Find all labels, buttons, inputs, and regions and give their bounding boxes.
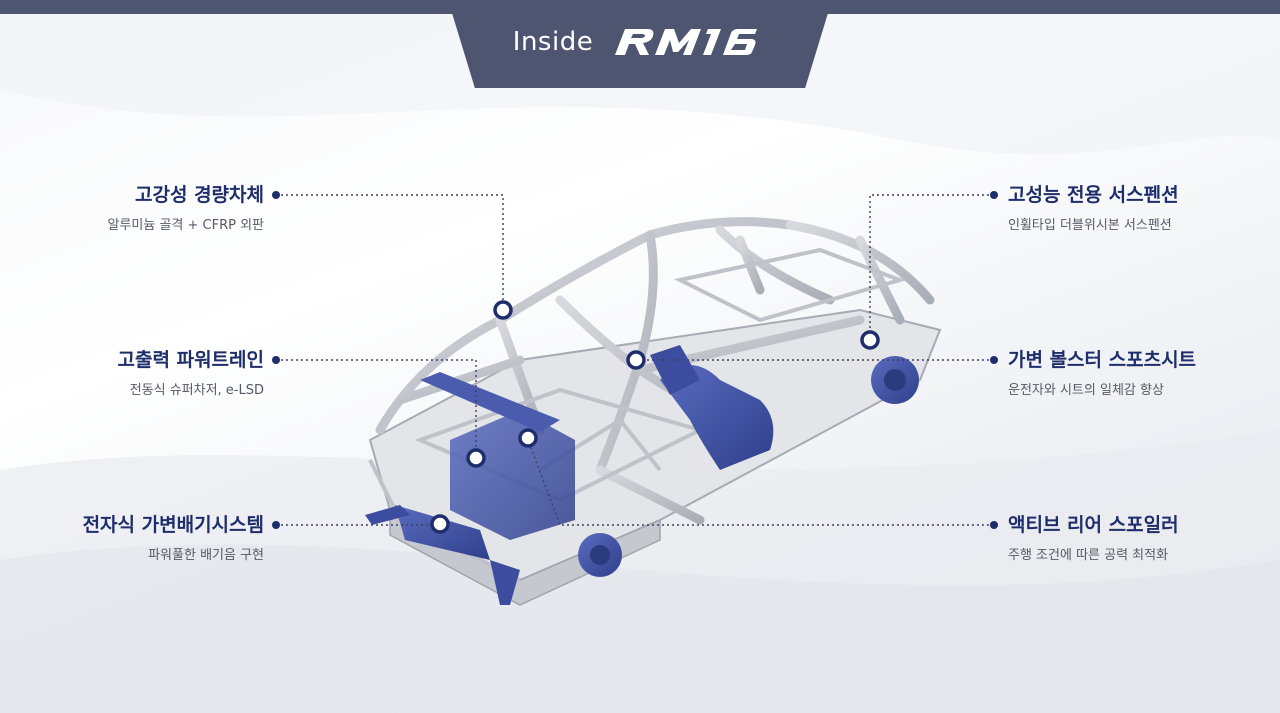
callout-suspension-desc: 인휠타입 더블위시본 서스펜션: [1008, 218, 1172, 233]
callout-spoiler-title: 액티브 리어 스포일러: [1008, 514, 1179, 536]
callout-exhaust-title: 전자식 가변배기시스템: [82, 514, 264, 536]
seat-shape: [650, 345, 774, 470]
callout-powertrain-title: 고출력 파워트레인: [117, 349, 264, 371]
front-wheel-hub: [578, 533, 622, 577]
header-tab: Inside: [448, 0, 832, 88]
callout-dots: [272, 191, 998, 529]
inside-label: Inside: [512, 27, 594, 57]
callout-body-title: 고강성 경량차체: [135, 184, 264, 206]
callout-powertrain-desc: 전동식 슈퍼차저, e-LSD: [129, 383, 264, 398]
callout-seat-desc: 운전자와 시트의 일체감 향상: [1008, 383, 1164, 398]
callout-exhaust-desc: 파워풀한 배기음 구현: [148, 548, 264, 563]
callout-exhaust: 전자식 가변배기시스템 파워풀한 배기음 구현: [83, 513, 264, 565]
callout-spoiler-desc: 주행 조건에 따른 공력 최적화: [1008, 548, 1169, 563]
callout-suspension-title: 고성능 전용 서스펜션: [1008, 184, 1179, 206]
callout-powertrain: 고출력 파워트레인 전동식 슈퍼차저, e-LSD: [118, 348, 264, 400]
callout-body: 고강성 경량차체 알루미늄 골격 + CFRP 외판: [107, 183, 264, 235]
engine-block: [420, 372, 575, 540]
callout-seat: 가변 볼스터 스포츠시트 운전자와 시트의 일체감 향상: [1008, 348, 1196, 400]
component-markers: [430, 300, 880, 534]
callout-spoiler: 액티브 리어 스포일러 주행 조건에 따른 공력 최적화: [1008, 513, 1179, 565]
rear-wheel-hub: [871, 356, 919, 404]
leader-lines: [276, 194, 994, 526]
callout-seat-title: 가변 볼스터 스포츠시트: [1008, 349, 1197, 371]
callout-suspension: 고성능 전용 서스펜션 인휠타입 더블위시본 서스펜션: [1008, 183, 1179, 235]
rn16-logo: [615, 29, 758, 55]
callout-body-desc: 알루미늄 골격 + CFRP 외판: [107, 218, 264, 233]
